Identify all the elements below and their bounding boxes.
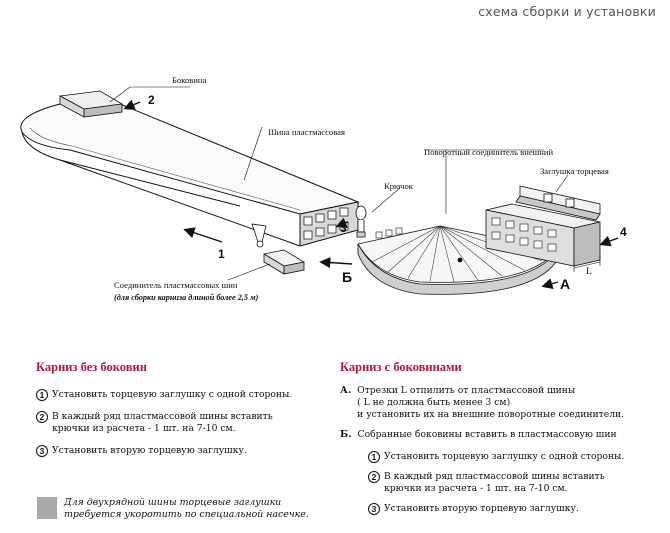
- step-number: 1: [368, 451, 380, 463]
- end-cap-part: [515, 185, 601, 221]
- direction-arrows: [123, 99, 619, 290]
- label-connector-note: (для сборки карниза длиной более 2,5 м): [114, 293, 259, 302]
- step-number: 3: [368, 503, 380, 515]
- step-item: 1 Установить торцевую заглушку с одной с…: [36, 389, 326, 401]
- note-text: Для двухрядной шины торцевые заглушки тр…: [64, 497, 309, 520]
- step-item: 2 В каждый ряд пластмассовой шины встави…: [36, 411, 326, 435]
- step-text: Отрезки L отпилить от пластмассовой шины…: [357, 385, 625, 420]
- section-title-left: Карниз без боковин: [36, 360, 147, 374]
- step-text: Установить торцевую заглушку с одной сто…: [52, 389, 293, 400]
- step-text: Установить вторую торцевую заглушку.: [384, 503, 579, 514]
- leader-lines: [109, 86, 569, 281]
- label-corner-connector: Поворотный соединитель внешний: [424, 147, 553, 157]
- assembly-diagram: Боковина Шина пластмассовая Поворотный с…: [20, 75, 627, 302]
- callout-2: 2: [148, 93, 155, 107]
- callout-1: 1: [218, 247, 225, 261]
- side-panel-part: [58, 90, 124, 118]
- callout-letter-l: L: [586, 267, 592, 277]
- label-connector: Соединитель пластмассовых шин: [114, 280, 238, 290]
- note-marker: [37, 497, 57, 519]
- label-hook: Крючок: [384, 181, 414, 191]
- step-text: В каждый ряд пластмассовой шины вставить…: [384, 471, 605, 494]
- section-title-right: Карниз с боковинами: [340, 360, 462, 374]
- instructions-with-side-panels: Карниз с боковинами А. Отрезки L отпилит…: [340, 360, 660, 515]
- step-item: 2 В каждый ряд пластмассовой шины встави…: [368, 471, 660, 495]
- step-letter: Б.: [340, 429, 352, 440]
- plastic-rail: [20, 103, 360, 247]
- rail-hook: [251, 223, 267, 248]
- hook-part: [355, 205, 367, 238]
- rail-connector-part: [262, 249, 306, 275]
- label-side-panel: Боковина: [172, 75, 207, 85]
- step-item: 3 Установить вторую торцевую заглушку.: [36, 445, 326, 457]
- callout-4: 4: [620, 225, 627, 239]
- step-text: В каждый ряд пластмассовой шины вставить…: [52, 411, 273, 434]
- step-item: 3 Установить вторую торцевую заглушку.: [368, 503, 660, 515]
- step-number: 2: [368, 471, 380, 483]
- side-rail-segment: [485, 203, 601, 272]
- step-text: Установить торцевую заглушку с одной сто…: [384, 451, 625, 462]
- step-number: 2: [36, 411, 48, 423]
- step-number: 3: [36, 445, 48, 457]
- step-number: 1: [36, 389, 48, 401]
- step-item: 1 Установить торцевую заглушку с одной с…: [368, 451, 660, 463]
- label-end-cap: Заглушка торцевая: [540, 166, 609, 176]
- instructions-without-side-panels: Карниз без боковин 1 Установить торцевую…: [36, 360, 326, 457]
- step-letter: А.: [340, 385, 352, 396]
- step-a: А. Отрезки L отпилить от пластмассовой ш…: [340, 385, 660, 421]
- step-text: Собранные боковины вставить в пластмассо…: [357, 429, 617, 440]
- label-plastic-rail: Шина пластмассовая: [268, 127, 345, 137]
- callout-letter-b: Б: [342, 269, 352, 285]
- step-text: Установить вторую торцевую заглушку.: [52, 445, 247, 456]
- page-header: схема сборки и установки: [478, 4, 656, 19]
- step-b: Б. Собранные боковины вставить в пластма…: [340, 429, 660, 441]
- callout-letter-a: A: [560, 276, 570, 292]
- callout-3: 3: [340, 221, 347, 235]
